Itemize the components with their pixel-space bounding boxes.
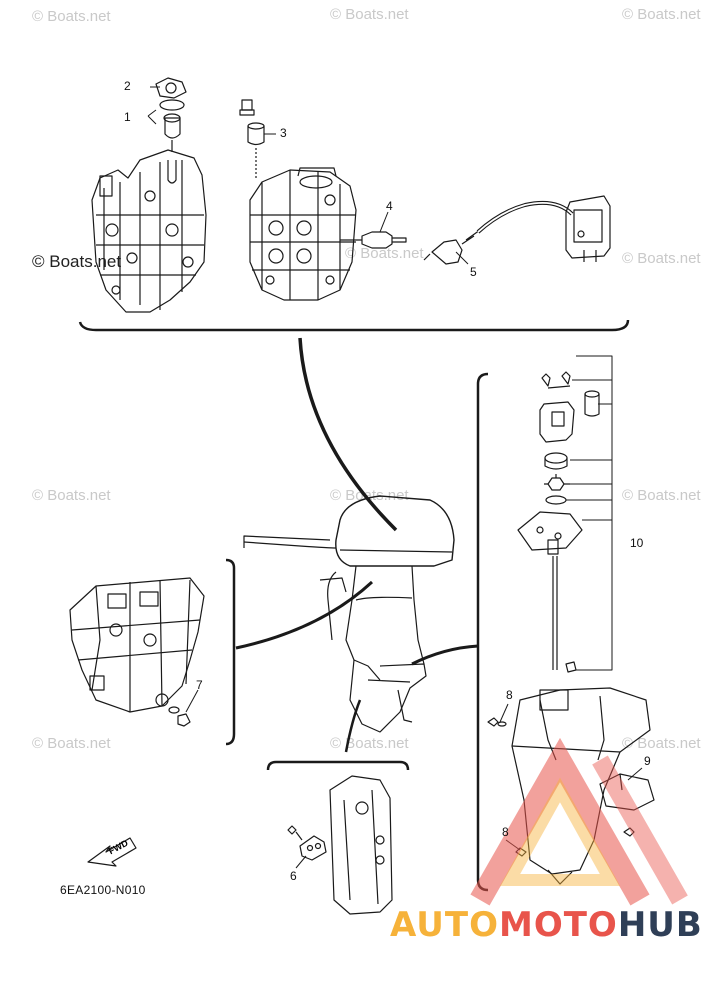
watermark: © Boats.net <box>32 487 111 504</box>
right-group-bracket <box>476 372 489 892</box>
callout-2: 2 <box>124 79 131 93</box>
automotohub-brand: AUTOMOTOHUB <box>390 905 703 945</box>
watermark: © Boats.net <box>32 735 111 752</box>
diagram-code: 6EA2100-N010 <box>60 883 146 897</box>
thermostat <box>159 99 185 152</box>
watermark: © Boats.net <box>32 252 122 271</box>
callout-8-lower: 8 <box>502 825 509 839</box>
bottom-group-bracket <box>266 760 410 771</box>
watermark: © Boats.net <box>345 245 424 262</box>
leader-arc-right <box>411 644 479 666</box>
leader-arc-top <box>298 337 398 532</box>
callout-7: 7 <box>196 678 203 692</box>
watermark: © Boats.net <box>622 250 701 267</box>
watermark: © Boats.net <box>330 487 409 504</box>
temperature-sensor <box>340 231 407 249</box>
watermark: © Boats.net <box>32 8 111 25</box>
left-group-bracket <box>225 558 236 746</box>
callout-5: 5 <box>470 265 477 279</box>
water-plug-bolt <box>168 706 191 727</box>
brand-part-hub: HUB <box>617 905 703 945</box>
anode <box>287 825 327 861</box>
thermostat-cover-gasket <box>155 77 187 99</box>
fuel-pump <box>565 195 611 262</box>
callout-3: 3 <box>280 126 287 140</box>
callout-9: 9 <box>644 754 651 768</box>
watermark: © Boats.net <box>622 6 701 23</box>
watermark: © Boats.net <box>330 6 409 23</box>
automotohub-logo-icon <box>470 737 688 906</box>
watermark: © Boats.net <box>622 735 701 752</box>
outboard-motor-outline <box>243 495 455 733</box>
callout-10: 10 <box>630 536 644 550</box>
fuel-hose-connector <box>423 200 574 265</box>
leader-arc-left <box>235 580 374 650</box>
cylinder-head <box>249 167 357 301</box>
upper-casing <box>69 577 205 713</box>
brand-part-auto: AUTO <box>390 905 499 945</box>
trim-tab-anode <box>599 773 655 811</box>
cylinder-block <box>91 149 207 313</box>
callout-1: 1 <box>124 110 131 124</box>
water-pump-parts <box>517 371 600 673</box>
top-group-bracket <box>78 319 630 332</box>
callout-8: 8 <box>506 688 513 702</box>
watermark: © Boats.net <box>622 487 701 504</box>
callout-4: 4 <box>386 199 393 213</box>
callout-6: 6 <box>290 869 297 883</box>
fwd-arrow-icon <box>87 837 137 867</box>
exhaust-guide-casting <box>329 775 393 915</box>
drain-plug <box>239 99 255 116</box>
brand-part-moto: MOTO <box>498 905 618 945</box>
leader-arc-bottom <box>344 699 362 753</box>
spacer-collar <box>247 122 265 178</box>
